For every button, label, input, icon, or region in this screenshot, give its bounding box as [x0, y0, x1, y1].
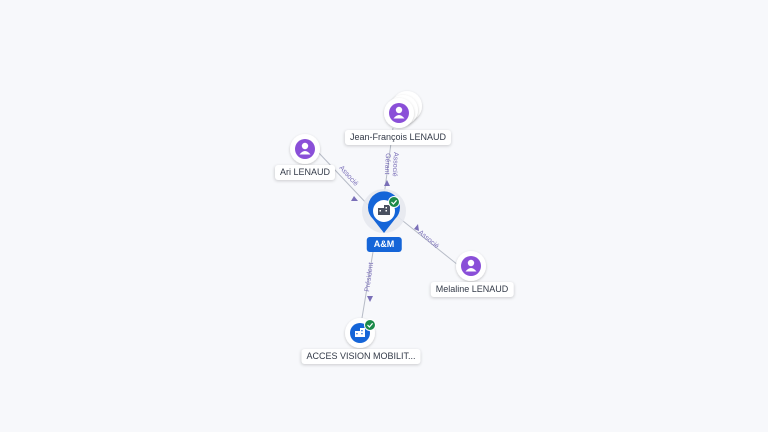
verified-badge-icon [388, 196, 400, 208]
person-icon [389, 103, 409, 123]
node-melaline[interactable] [456, 251, 486, 281]
edge-arrow [351, 196, 358, 201]
edge-label-associe-jf: Associé [391, 152, 399, 177]
node-label-acces-vision[interactable]: ACCES VISION MOBILIT... [301, 349, 421, 364]
edge-melaline-am [397, 216, 459, 266]
person-icon [461, 256, 481, 276]
person-icon [295, 139, 315, 159]
edge-arrow [367, 296, 373, 302]
node-label-ari[interactable]: Ari LENAUD [274, 165, 336, 180]
building-icon [355, 328, 365, 337]
building-icon [378, 205, 390, 215]
edge-arrow [414, 224, 419, 231]
node-label-jean-francois[interactable]: Jean-François LENAUD [344, 130, 452, 145]
node-label-melaline[interactable]: Melaline LENAUD [430, 282, 514, 297]
edge-arrow [384, 180, 390, 186]
edge-ari-am [317, 151, 369, 206]
node-main-am[interactable] [362, 189, 406, 233]
node-acces-vision[interactable] [345, 318, 376, 348]
edge-label-president: Président [364, 262, 375, 292]
verified-badge-icon [364, 319, 376, 331]
node-ari[interactable] [290, 134, 320, 164]
node-jean-francois[interactable] [384, 91, 422, 128]
node-label-main-am[interactable]: A&M [366, 237, 402, 252]
edge-label-gerant: Gérant [383, 153, 391, 175]
edge-am-acces [361, 251, 374, 319]
edge-label-associe-melaline: Associé [417, 229, 440, 250]
